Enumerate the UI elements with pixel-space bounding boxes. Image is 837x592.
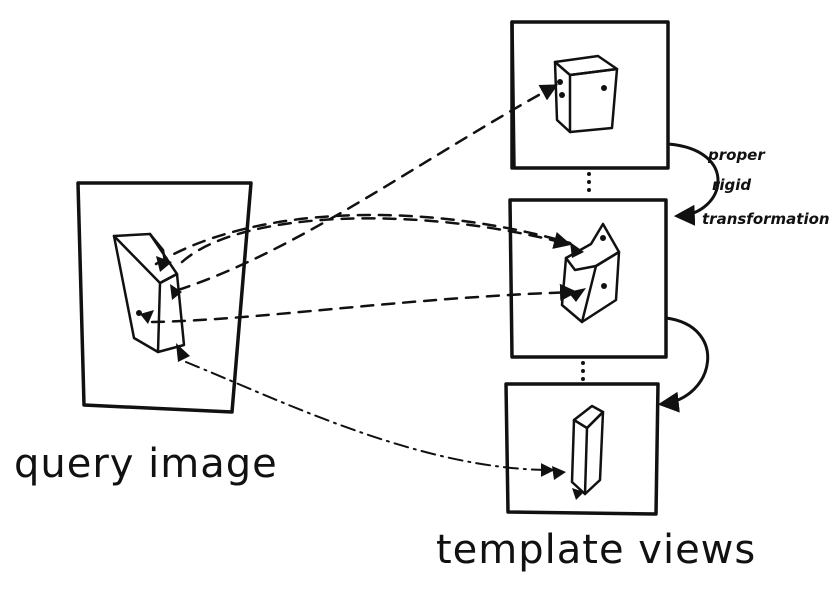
transform-label-line1: proper xyxy=(707,146,766,164)
transform-label-line3: transformation xyxy=(702,210,830,228)
template-view-1-frame xyxy=(510,20,670,170)
template-object-2 xyxy=(560,222,621,324)
template-object-3 xyxy=(552,404,605,500)
template-view-3-frame xyxy=(504,382,660,516)
template-views-label: template views xyxy=(436,527,756,573)
query-object xyxy=(112,232,190,362)
template-ellipsis-2 xyxy=(581,361,585,381)
template-ellipsis-1 xyxy=(587,172,591,192)
correspondence-lines xyxy=(150,84,578,477)
rigid-transform-arrows xyxy=(657,142,720,413)
template-object-1 xyxy=(553,54,619,134)
template-view-2-frame xyxy=(508,198,668,359)
query-image-frame xyxy=(76,181,253,414)
query-image-label: query image xyxy=(14,441,278,487)
transform-label-line2: rigid xyxy=(712,176,751,194)
